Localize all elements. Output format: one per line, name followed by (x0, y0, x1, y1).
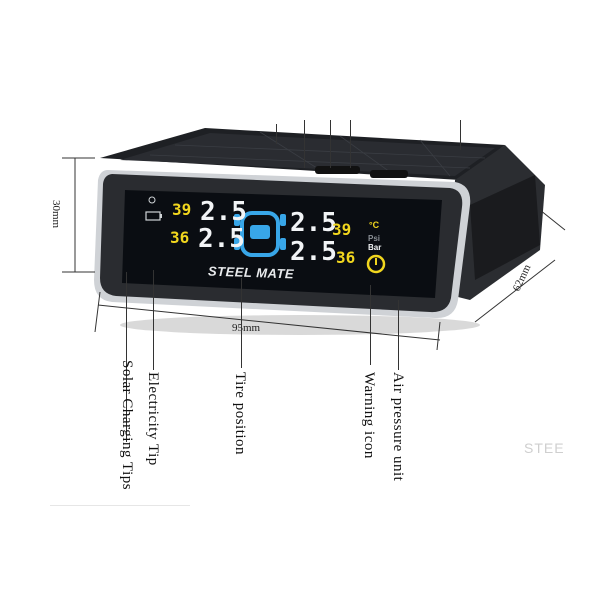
temp-front-right: 39 (332, 220, 352, 239)
sun-icon (148, 196, 156, 204)
leader-solar (126, 272, 127, 442)
pressure-front-right: 2.5 (290, 208, 337, 238)
label-electricity: Electricity Tip (145, 372, 161, 466)
pressure-front-left: 2.5 (200, 197, 247, 227)
leader-top-2 (330, 120, 331, 168)
watermark: STEE (524, 440, 565, 456)
temp-rear-right: 36 (336, 248, 356, 267)
leader-tire-position (241, 278, 242, 368)
brand-logo: STEEL MATE (207, 263, 295, 282)
leader-top-4 (460, 120, 461, 150)
leader-top-1 (304, 120, 305, 168)
temp-front-left: 39 (172, 200, 192, 219)
leader-top-3 (350, 120, 351, 168)
car-icon (234, 211, 286, 257)
temp-rear-left: 36 (170, 228, 190, 247)
leader-top-5 (276, 124, 277, 144)
label-warning: Warning icon (361, 372, 377, 459)
label-tire-position: Tire position (232, 372, 248, 456)
label-solar-charging: Solar Charging Tips (119, 360, 135, 491)
label-air-pressure: Air pressure unit (390, 372, 406, 482)
pressure-rear-right: 2.5 (290, 237, 337, 267)
unit-temp: °C (369, 220, 380, 230)
unit-bar: Bar (368, 243, 382, 252)
pressure-rear-left: 2.5 (198, 224, 245, 254)
width-dimension: 95mm (232, 322, 261, 334)
unit-psi: Psi (368, 234, 381, 243)
warning-icon (366, 254, 386, 274)
bottom-divider (50, 505, 190, 506)
leader-warning (370, 285, 371, 365)
leader-electricity (153, 270, 154, 370)
leader-air-pressure (398, 300, 399, 370)
height-dimension: 30mm (50, 200, 62, 229)
